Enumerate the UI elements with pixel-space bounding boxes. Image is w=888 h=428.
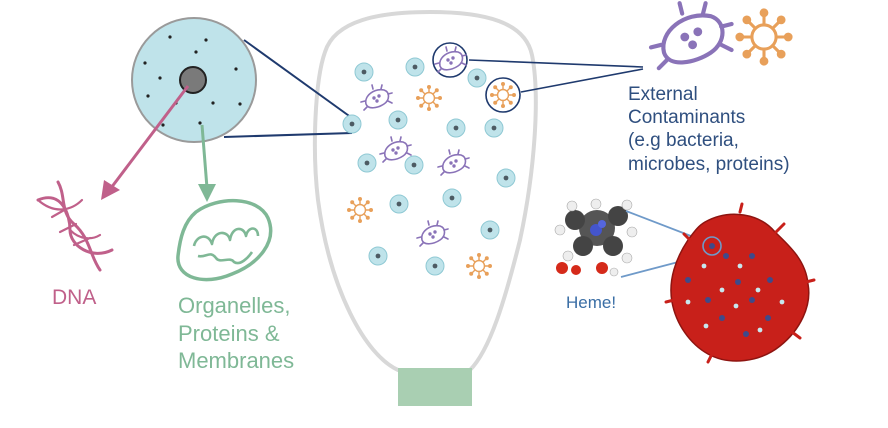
- cell-icon: [467, 68, 487, 88]
- arrow-to-dna: [101, 85, 190, 200]
- cell-icon: [342, 114, 362, 134]
- contaminants-label-line: Contaminants: [628, 107, 746, 129]
- cell-icon: [368, 246, 388, 266]
- zoomed-cell-icon: [131, 17, 257, 143]
- cell-icon: [404, 155, 424, 175]
- cell-icon: [442, 188, 462, 208]
- cell-icon: [446, 118, 466, 138]
- tube-stem: [398, 368, 472, 406]
- heme-molecule-icon: [554, 198, 638, 277]
- contaminants-label: External Contaminants (e.g bacteria, mic…: [628, 83, 790, 176]
- contaminants-label-line: External: [628, 84, 698, 105]
- contaminant-line-bottom: [520, 68, 644, 93]
- highlighted-contaminants: [432, 42, 521, 113]
- dna-label: DNA: [52, 286, 97, 309]
- cell-icon: [405, 57, 425, 77]
- cell-icon: [389, 194, 409, 214]
- cell-icon: [354, 62, 374, 82]
- organelles-label-line: Membranes: [178, 348, 295, 373]
- arrow-to-organelles: [198, 124, 216, 202]
- cell-icon: [425, 256, 445, 276]
- contaminants-label-line: (e.g bacteria,: [628, 130, 739, 152]
- cell-icon: [388, 110, 408, 130]
- heme-label: Heme!: [566, 293, 617, 312]
- contaminant-line-top: [468, 59, 644, 68]
- sample-tube: [312, 9, 538, 372]
- cell-icon: [480, 220, 500, 240]
- cell-icon: [496, 168, 516, 188]
- contaminants-label-line: microbes, proteins): [628, 153, 790, 175]
- dna-icon: [36, 180, 114, 272]
- zoom-line-top: [243, 39, 353, 119]
- organelles-label-line: Proteins &: [178, 320, 280, 346]
- virus-icon: [735, 8, 793, 66]
- cell-icon: [484, 118, 504, 138]
- red-blood-cell-icon: [664, 202, 816, 364]
- mitochondrion-icon: [176, 199, 273, 282]
- organelles-label-line: Organelles,: [178, 293, 291, 318]
- organelles-label: Organelles, Proteins & Membranes: [178, 292, 294, 375]
- zoom-line-bottom: [223, 132, 353, 138]
- cell-icon: [357, 153, 377, 173]
- bacterium-icon: [651, 3, 732, 68]
